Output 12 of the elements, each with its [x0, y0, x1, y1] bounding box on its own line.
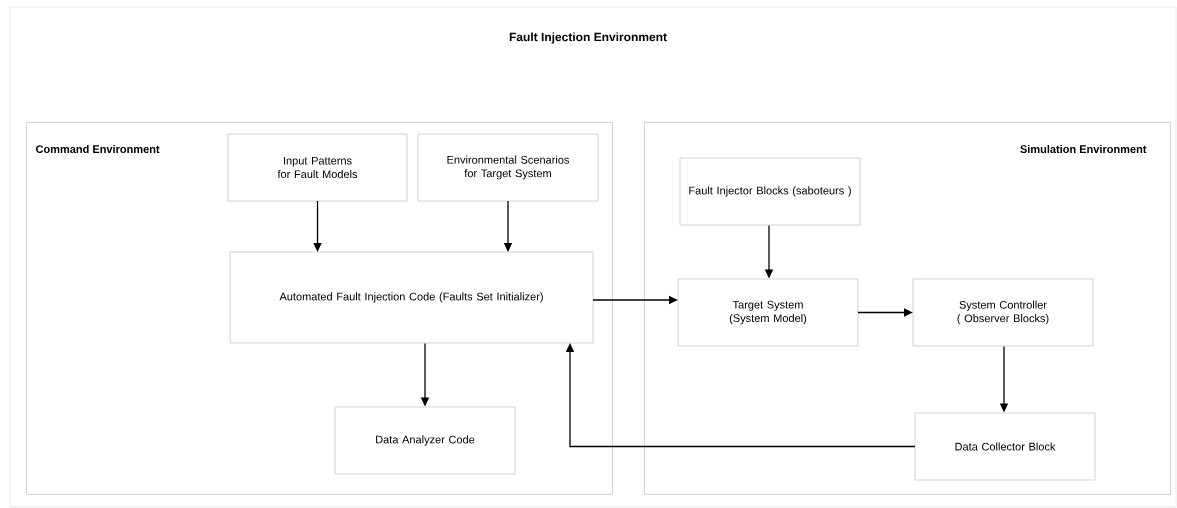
- process-box: Data Analyzer Code: [334, 406, 516, 475]
- process-box: Input Patterns for Fault Models: [227, 133, 408, 202]
- process-box: Fault Injector Blocks (saboteurs ): [679, 157, 861, 226]
- process-box: Environmental Scenarios for Target System: [417, 133, 599, 202]
- process-box: Target System (System Model): [677, 278, 859, 347]
- title: Fault Injection Environment: [509, 32, 667, 44]
- arrow: [313, 200, 322, 252]
- process-box: Automated Fault Injection Code (Faults Set Initializer): [229, 251, 594, 344]
- arrow: [857, 308, 913, 317]
- process-box: System Controller ( Observer Blocks): [912, 278, 1094, 347]
- arrow: [565, 343, 916, 448]
- process-box: Data Collector Block: [914, 412, 1096, 481]
